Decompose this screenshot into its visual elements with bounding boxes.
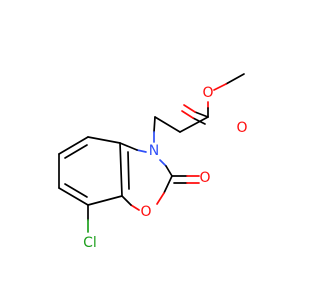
- bond-methyl-o: [225, 73, 245, 85]
- atom-o-ester-carbonyl: O: [236, 120, 247, 136]
- atom-n-ring: N: [149, 143, 159, 159]
- bond-oring-c-red: [130, 204, 140, 211]
- bond-benz-5: [87, 195, 123, 206]
- bond-benz-1: [87, 136, 121, 144]
- bond-ester-co-1: [194, 111, 209, 118]
- bond-benz-2-inner: [64, 144, 88, 159]
- bond-c2-oring: [163, 175, 173, 194]
- bond-fused: [119, 142, 123, 197]
- bond-n-c7a-blue: [136, 149, 147, 153]
- bond-benz-2: [58, 136, 89, 155]
- bond-n-c2-blue: [159, 159, 167, 167]
- bond-carbonylc-ch2: [179, 116, 209, 133]
- bond-benz-4-inner: [64, 183, 88, 198]
- bond-ch2-carbonylc: [154, 116, 181, 133]
- bond-n-c7a: [119, 142, 138, 151]
- bond-n-c2: [165, 165, 173, 177]
- atom-o-ester-ether: O: [202, 85, 213, 101]
- molecule-structure: O O N O O Cl: [58, 73, 248, 251]
- bond-benz-4: [58, 187, 89, 206]
- bond-fused-inner: [127, 151, 130, 190]
- bond-c2-oring-red: [156, 192, 165, 205]
- atom-o-ring: O: [140, 204, 151, 220]
- bond-ch2-n: [153, 116, 156, 133]
- atom-cl: Cl: [83, 235, 97, 251]
- atom-o-lactone-carbonyl: O: [199, 170, 210, 186]
- bond-oring-c: [121, 195, 132, 206]
- bond-ester-co-2-red: [181, 110, 194, 119]
- bond-methyl-o-red: [213, 83, 227, 91]
- bond-ester-co-1-red: [183, 104, 196, 113]
